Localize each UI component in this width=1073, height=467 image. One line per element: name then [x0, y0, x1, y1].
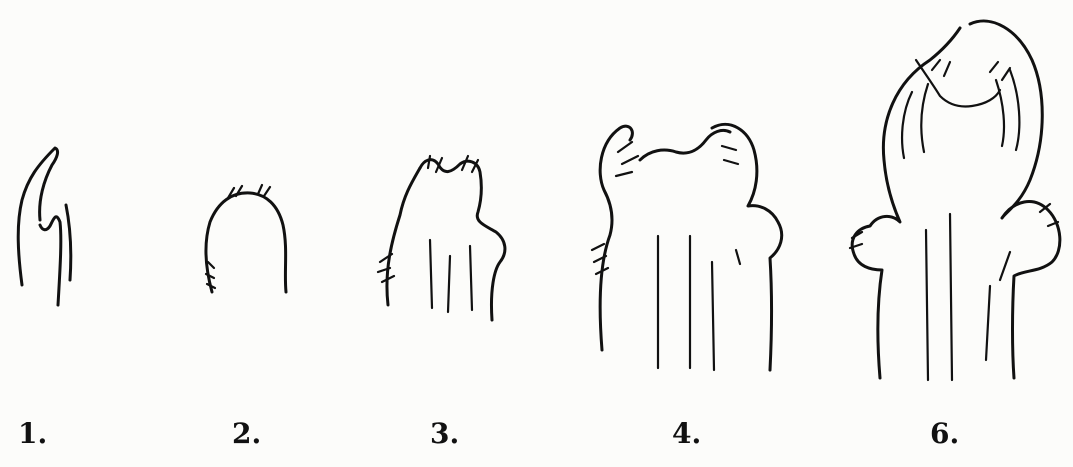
stage-4-drawing	[592, 124, 782, 370]
stage-6-drawing	[850, 21, 1060, 380]
stage-label-2: 2.	[232, 420, 261, 448]
stage-label-3: 3.	[430, 420, 459, 448]
stage-label-1: 1.	[18, 420, 47, 448]
stage-1-drawing	[18, 148, 71, 305]
stage-label-6: 6.	[930, 420, 959, 448]
stage-label-4: 4.	[672, 420, 701, 448]
stage-3-drawing	[378, 156, 505, 320]
stage-2-drawing	[206, 185, 286, 292]
